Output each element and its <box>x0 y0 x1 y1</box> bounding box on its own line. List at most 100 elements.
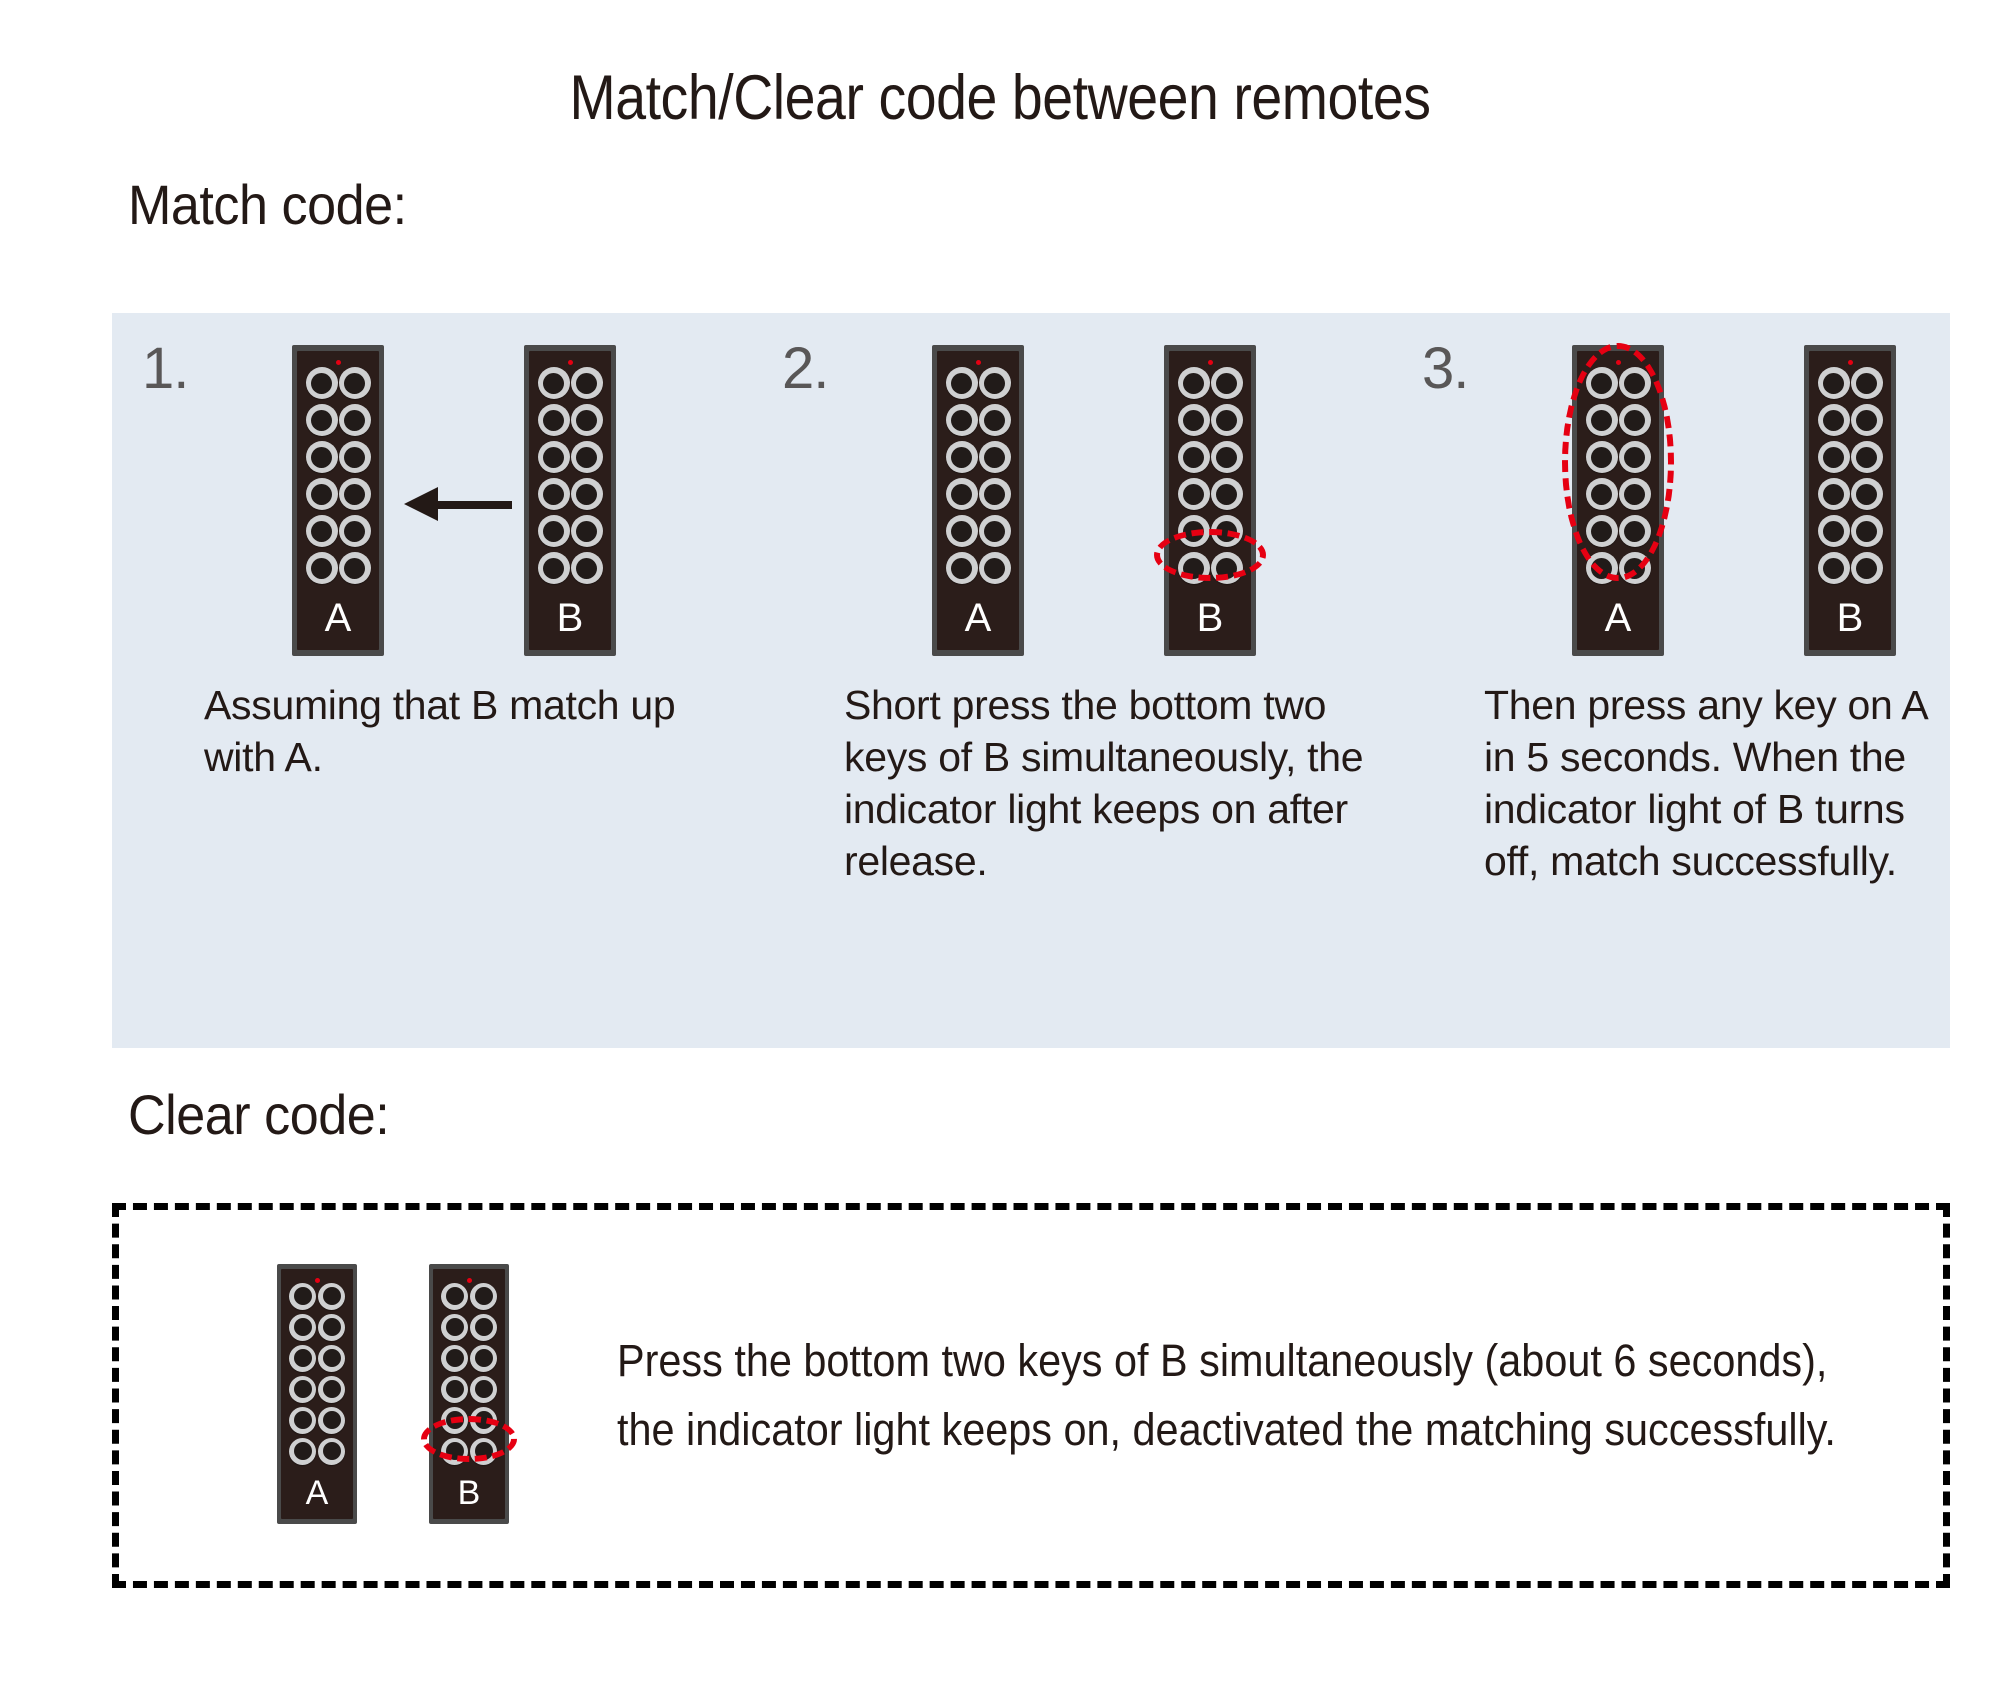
remote-key[interactable] <box>305 552 338 584</box>
remote-key[interactable] <box>318 1406 345 1434</box>
remote-key[interactable] <box>289 1344 316 1372</box>
remote-key[interactable] <box>318 1375 345 1403</box>
remote-key[interactable] <box>1210 515 1243 547</box>
remote-key[interactable] <box>1618 478 1651 510</box>
remote-key[interactable] <box>305 367 338 399</box>
remote-key[interactable] <box>1850 515 1883 547</box>
remote-key[interactable] <box>318 1282 345 1310</box>
remote-key[interactable] <box>570 404 603 436</box>
remote-key[interactable] <box>1850 478 1883 510</box>
remote-key[interactable] <box>978 515 1011 547</box>
remote-key[interactable] <box>537 367 570 399</box>
remote-key[interactable] <box>318 1344 345 1372</box>
remote-key[interactable] <box>1585 441 1618 473</box>
remote-key[interactable] <box>338 441 371 473</box>
remote-key[interactable] <box>289 1313 316 1341</box>
remote-key[interactable] <box>978 367 1011 399</box>
remote-key[interactable] <box>537 515 570 547</box>
remote-key[interactable] <box>1585 552 1618 584</box>
remote-key[interactable] <box>1850 441 1883 473</box>
remote-key[interactable] <box>1618 552 1651 584</box>
remote-key[interactable] <box>1817 367 1850 399</box>
remote-a[interactable]: A <box>277 1263 357 1524</box>
remote-key[interactable] <box>1177 515 1210 547</box>
remote-key[interactable] <box>305 404 338 436</box>
remote-key[interactable] <box>537 441 570 473</box>
remote-key[interactable] <box>470 1375 497 1403</box>
remote-key[interactable] <box>441 1344 468 1372</box>
remote-key[interactable] <box>305 478 338 510</box>
remote-key[interactable] <box>1210 552 1243 584</box>
remote-key[interactable] <box>318 1437 345 1465</box>
remote-key[interactable] <box>1817 478 1850 510</box>
remote-b[interactable]: B <box>1804 345 1896 656</box>
remote-key[interactable] <box>318 1313 345 1341</box>
remote-key[interactable] <box>1177 441 1210 473</box>
remote-key[interactable] <box>470 1313 497 1341</box>
remote-b-keypad[interactable] <box>1169 367 1251 584</box>
remote-key[interactable] <box>441 1375 468 1403</box>
remote-key[interactable] <box>945 404 978 436</box>
remote-key[interactable] <box>537 404 570 436</box>
remote-key[interactable] <box>978 441 1011 473</box>
remote-key[interactable] <box>1850 367 1883 399</box>
remote-key[interactable] <box>1850 552 1883 584</box>
remote-b[interactable]: B <box>524 345 616 656</box>
remote-key[interactable] <box>945 552 978 584</box>
remote-key[interactable] <box>570 367 603 399</box>
remote-key[interactable] <box>945 367 978 399</box>
remote-key[interactable] <box>570 515 603 547</box>
remote-key[interactable] <box>338 367 371 399</box>
remote-key[interactable] <box>570 552 603 584</box>
remote-key[interactable] <box>1177 367 1210 399</box>
remote-key[interactable] <box>1618 367 1651 399</box>
remote-a-keypad[interactable] <box>281 1282 353 1465</box>
remote-key[interactable] <box>441 1406 468 1434</box>
remote-key[interactable] <box>1585 404 1618 436</box>
remote-key[interactable] <box>978 404 1011 436</box>
remote-key[interactable] <box>470 1437 497 1465</box>
remote-key[interactable] <box>289 1282 316 1310</box>
remote-a-keypad[interactable] <box>297 367 379 584</box>
remote-key[interactable] <box>1618 404 1651 436</box>
remote-key[interactable] <box>1585 367 1618 399</box>
remote-key[interactable] <box>1210 367 1243 399</box>
remote-key[interactable] <box>945 441 978 473</box>
remote-key[interactable] <box>305 515 338 547</box>
remote-key[interactable] <box>945 515 978 547</box>
remote-key[interactable] <box>305 441 338 473</box>
remote-key[interactable] <box>1177 478 1210 510</box>
remote-key[interactable] <box>1210 478 1243 510</box>
remote-key[interactable] <box>1817 515 1850 547</box>
remote-key[interactable] <box>1618 515 1651 547</box>
remote-key[interactable] <box>537 478 570 510</box>
remote-key[interactable] <box>289 1375 316 1403</box>
remote-a[interactable]: A <box>1572 345 1664 656</box>
remote-key[interactable] <box>1817 552 1850 584</box>
remote-key[interactable] <box>1210 404 1243 436</box>
remote-b-keypad[interactable] <box>529 367 611 584</box>
remote-key[interactable] <box>338 404 371 436</box>
remote-b[interactable]: B <box>1164 345 1256 656</box>
remote-key[interactable] <box>1177 552 1210 584</box>
remote-key[interactable] <box>1177 404 1210 436</box>
remote-key[interactable] <box>1585 478 1618 510</box>
remote-key[interactable] <box>289 1437 316 1465</box>
remote-a-keypad[interactable] <box>1577 367 1659 584</box>
remote-key[interactable] <box>570 441 603 473</box>
remote-key[interactable] <box>289 1406 316 1434</box>
remote-key[interactable] <box>570 478 603 510</box>
remote-b[interactable]: B <box>429 1263 509 1524</box>
remote-key[interactable] <box>1850 404 1883 436</box>
remote-key[interactable] <box>978 478 1011 510</box>
remote-key[interactable] <box>1210 441 1243 473</box>
remote-key[interactable] <box>441 1282 468 1310</box>
remote-key[interactable] <box>1817 441 1850 473</box>
remote-a-keypad[interactable] <box>937 367 1019 584</box>
remote-key[interactable] <box>1585 515 1618 547</box>
remote-key[interactable] <box>441 1437 468 1465</box>
remote-key[interactable] <box>470 1282 497 1310</box>
remote-key[interactable] <box>441 1313 468 1341</box>
remote-key[interactable] <box>470 1406 497 1434</box>
remote-key[interactable] <box>338 478 371 510</box>
